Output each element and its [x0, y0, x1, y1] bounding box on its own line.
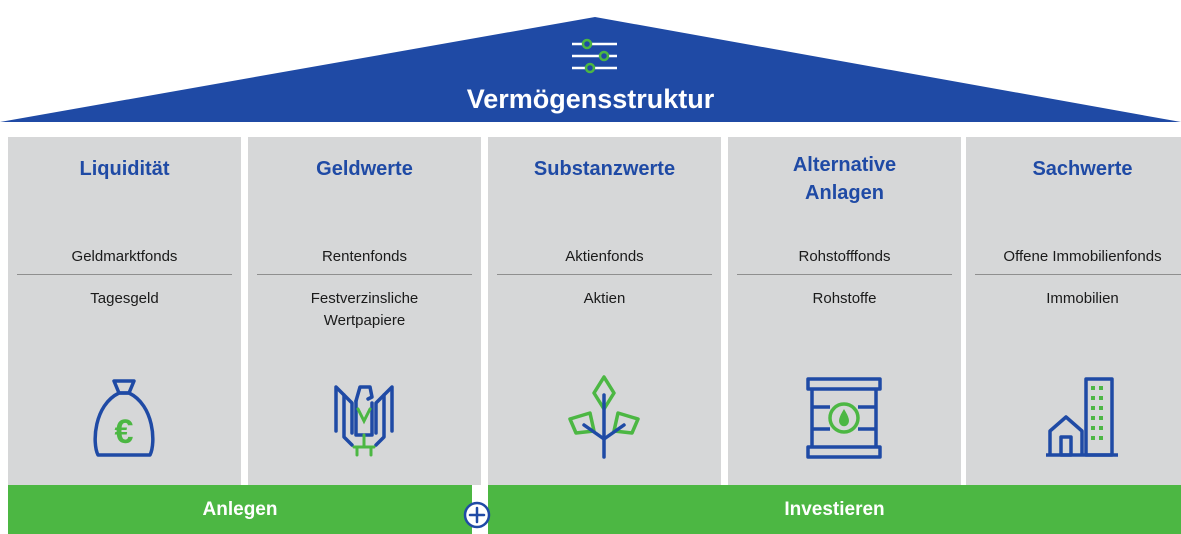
pillar-title: Liquidität	[79, 158, 170, 180]
divider	[737, 274, 952, 275]
sliders-icon	[572, 38, 617, 74]
oil-barrel-icon	[806, 377, 882, 459]
pillar-substanzwerte: Substanzwerte Aktienfonds Aktien	[488, 137, 721, 485]
pillar-asset-label: Aktien	[583, 290, 626, 307]
pillar-liquiditaet: Liquidität Geldmarktfonds Tagesgeld €	[8, 137, 241, 485]
pillar-asset-label: Rohstoffe	[812, 290, 877, 307]
divider	[975, 274, 1181, 275]
base-anlegen: Anlegen	[8, 485, 472, 534]
pillar-fund-label: Rohstofffonds	[798, 248, 891, 265]
federal-eagle-icon	[334, 385, 394, 457]
plus-circle-icon	[463, 501, 491, 529]
divider	[497, 274, 712, 275]
buildings-icon	[1046, 377, 1118, 457]
pillar-fund-label: Geldmarktfonds	[71, 248, 178, 265]
base-investieren: Investieren	[488, 485, 1181, 534]
pillar-title: Substanzwerte	[533, 158, 676, 180]
pillar-fund-label: Aktienfonds	[565, 248, 644, 265]
pillar-fund-label: Offene Immobilienfonds	[1003, 248, 1162, 265]
roof	[0, 17, 1181, 122]
pillar-asset-label: Immobilien	[1046, 290, 1119, 307]
divider	[17, 274, 232, 275]
pillar-title: Sachwerte	[1032, 158, 1133, 180]
svg-text:€: €	[115, 413, 134, 451]
pillar-geldwerte: Geldwerte Rentenfonds Festverzinsliche W…	[248, 137, 481, 485]
pillar-sachwerte: Sachwerte Offene Immobilienfonds Immobil…	[966, 137, 1181, 485]
pillar-title: Alternative Anlagen	[792, 154, 897, 204]
money-bag-euro-icon: €	[93, 379, 155, 457]
pillar-title: Geldwerte	[316, 158, 413, 180]
pillar-asset-label: Festverzinsliche Wertpapiere	[310, 290, 419, 329]
plant-sprout-icon	[568, 375, 640, 459]
roof-title: Vermögensstruktur	[466, 84, 715, 114]
pillar-alternative-anlagen: Alternative Anlagen Rohstofffonds Rohsto…	[728, 137, 961, 485]
pillar-asset-label: Tagesgeld	[90, 290, 159, 307]
divider	[257, 274, 472, 275]
pillar-fund-label: Rentenfonds	[321, 248, 408, 265]
